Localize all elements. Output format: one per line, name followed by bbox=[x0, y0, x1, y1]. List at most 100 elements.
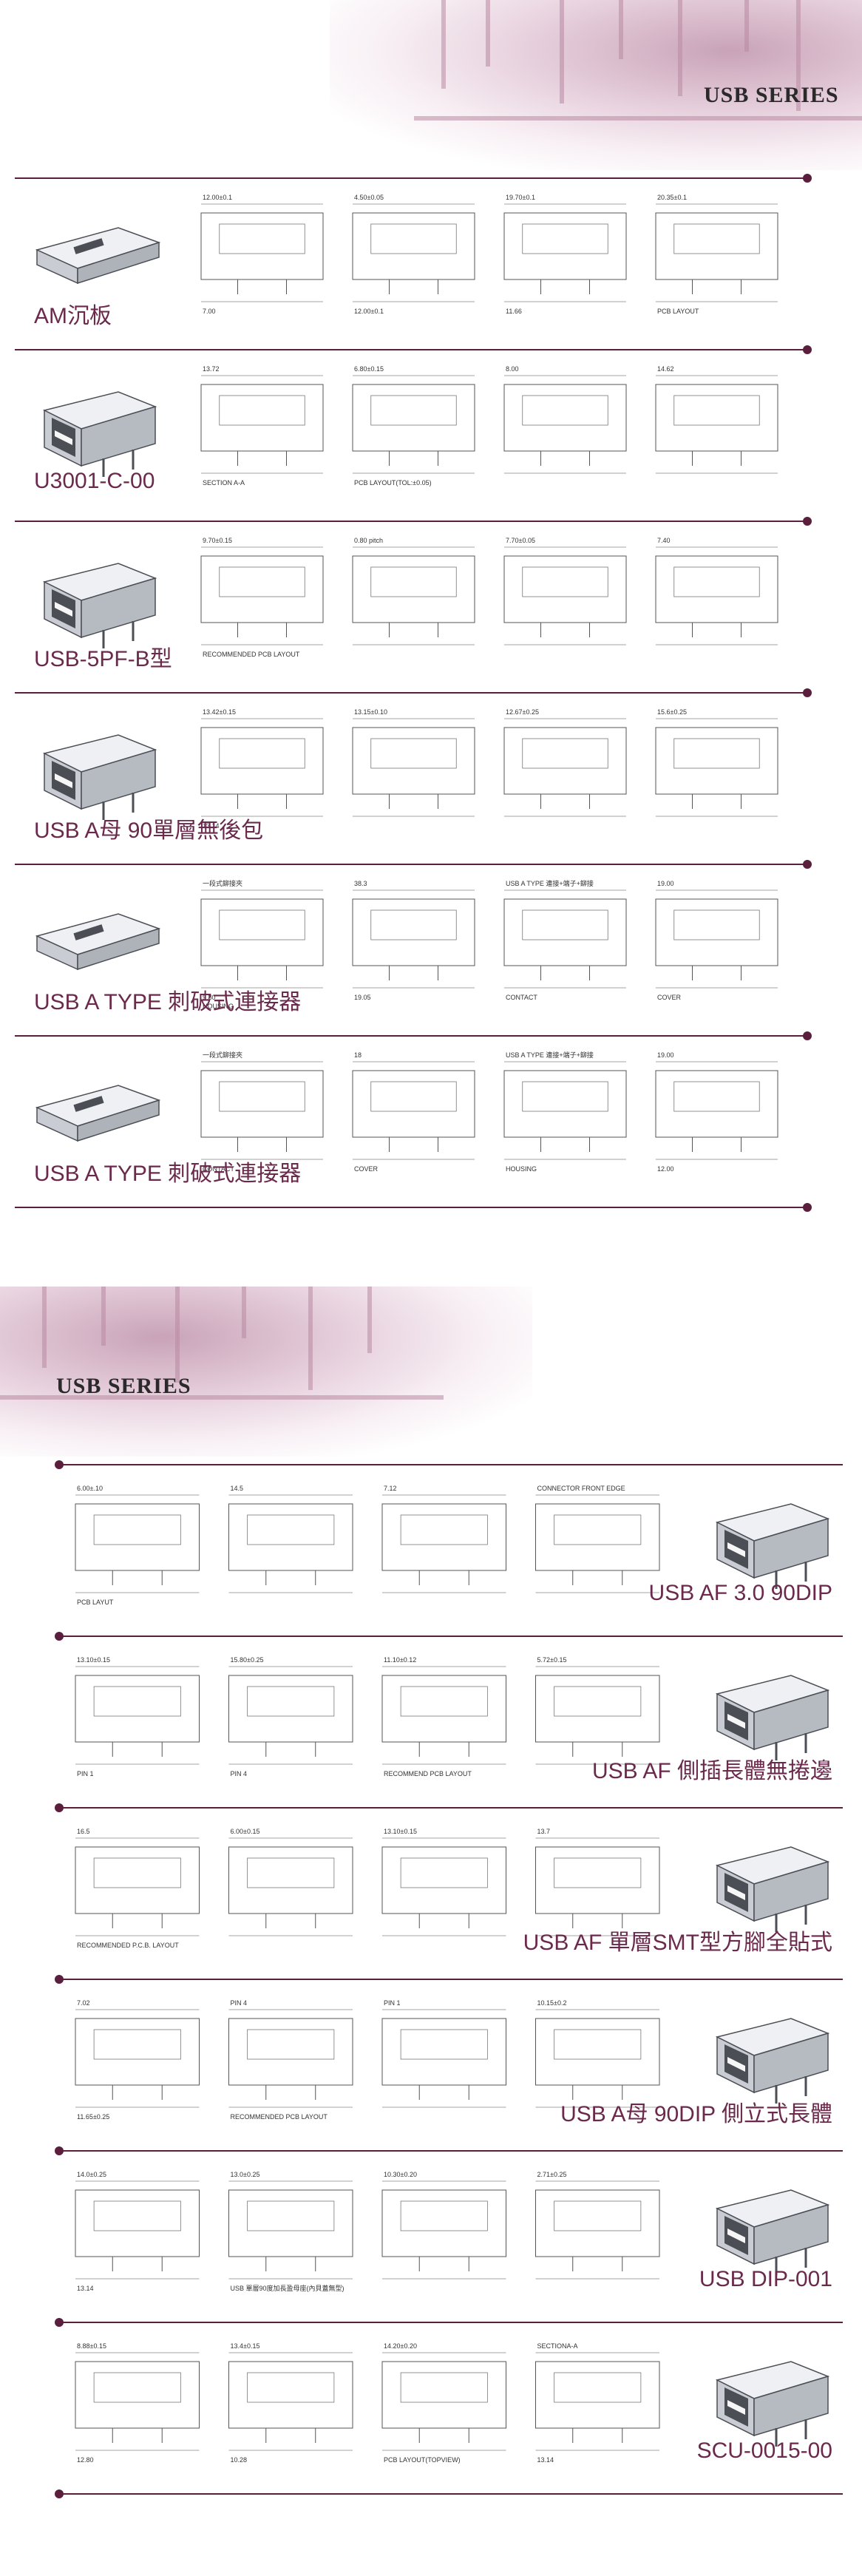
dimension-label: 13.4±0.15 bbox=[231, 2342, 260, 2350]
dimension-label: 38.3 bbox=[354, 880, 367, 887]
connector-photo bbox=[715, 1503, 830, 1589]
drawing-view bbox=[75, 1666, 200, 1765]
dimension-label: USB 單層90度加長盈母座(內貝蓋無型) bbox=[231, 2284, 345, 2292]
row-divider bbox=[59, 2322, 843, 2323]
row-divider-dot bbox=[55, 1975, 64, 1984]
dimension-label: 2.71±0.25 bbox=[537, 2171, 567, 2178]
drawing-view bbox=[381, 1494, 506, 1593]
product-photo bbox=[30, 541, 170, 652]
dimension-label: 10.28 bbox=[231, 2456, 248, 2464]
row-divider-dot bbox=[803, 860, 812, 869]
row-divider bbox=[59, 1807, 843, 1809]
dimension-label: 13.10±0.15 bbox=[384, 1828, 417, 1835]
product-photo bbox=[30, 884, 170, 995]
drawing-view bbox=[381, 2180, 506, 2280]
row-divider-dot bbox=[55, 2146, 64, 2155]
drawing-view bbox=[228, 2009, 353, 2108]
drawing-view bbox=[381, 2009, 506, 2108]
dimension-label: 13.7 bbox=[537, 1828, 551, 1835]
drawing-view bbox=[381, 2352, 506, 2451]
dimension-label: 19.70±0.1 bbox=[506, 194, 535, 201]
dimension-label: 14.62 bbox=[657, 365, 674, 373]
dimension-label: PIN 4 bbox=[231, 1999, 248, 2007]
product-name: USB AF 3.0 90DIP bbox=[648, 1581, 832, 1605]
drawing-view bbox=[655, 546, 778, 645]
drawing-view bbox=[655, 1061, 778, 1160]
row-divider bbox=[59, 2493, 843, 2495]
drawing-view bbox=[535, 2009, 660, 2108]
drawing-view bbox=[75, 2352, 200, 2451]
row-divider-dot bbox=[55, 1632, 64, 1641]
dimension-label: 18 bbox=[354, 1051, 362, 1059]
row-divider bbox=[15, 1035, 806, 1037]
dimension-label: RECOMMEND PCB LAYOUT bbox=[384, 1770, 472, 1777]
connector-photo bbox=[42, 563, 157, 648]
row-divider-dot bbox=[55, 1803, 64, 1812]
dimension-label: 12.67±0.25 bbox=[506, 708, 539, 716]
banner-background bbox=[330, 0, 862, 170]
dimension-label: PCB LAYUT bbox=[77, 1599, 114, 1606]
dimension-label: PCB LAYOUT bbox=[657, 308, 699, 315]
connector-photo bbox=[715, 1675, 830, 1760]
circuit-decoration bbox=[0, 1287, 444, 1400]
dimension-label: 11.10±0.12 bbox=[384, 1656, 416, 1664]
product-name: SCU-0015-00 bbox=[696, 2438, 832, 2463]
product-name: AM沉板 bbox=[34, 304, 112, 328]
drawing-view bbox=[381, 1837, 506, 1936]
drawing-view bbox=[535, 2352, 660, 2451]
drawing-view bbox=[200, 375, 324, 474]
dimension-label: 13.42±0.15 bbox=[203, 708, 236, 716]
drawing-view bbox=[503, 718, 627, 817]
drawing-view bbox=[503, 203, 627, 302]
product-photo bbox=[30, 1056, 170, 1167]
product-photo bbox=[30, 198, 170, 309]
dimension-label: 20.35±0.1 bbox=[657, 194, 687, 201]
dimension-label: 14.0±0.25 bbox=[77, 2171, 106, 2178]
product-photo bbox=[702, 1825, 843, 1936]
row-divider bbox=[59, 1464, 843, 1465]
circuit-decoration bbox=[414, 0, 862, 121]
dimension-label: 19.00 bbox=[657, 880, 674, 887]
dimension-label: 7.70±0.05 bbox=[506, 537, 535, 544]
dimension-label: 10.30±0.20 bbox=[384, 2171, 417, 2178]
dimension-label: 9.70±0.15 bbox=[203, 537, 232, 544]
drawing-view bbox=[352, 375, 475, 474]
dimension-label: 13.0±0.25 bbox=[231, 2171, 260, 2178]
drawing-view bbox=[535, 1666, 660, 1765]
product-name: USB A TYPE 刺破式連接器 bbox=[34, 990, 302, 1014]
dimension-label: 8.88±0.15 bbox=[77, 2342, 106, 2350]
drawing-view bbox=[381, 1666, 506, 1765]
drawing-view bbox=[352, 203, 475, 302]
drawing-view bbox=[535, 1494, 660, 1593]
dimension-label: 7.12 bbox=[384, 1485, 397, 1492]
dimension-label: 6.00±.10 bbox=[77, 1485, 103, 1492]
row-divider-dot bbox=[803, 174, 812, 183]
dimension-label: SECTIONA-A bbox=[537, 2342, 578, 2350]
dimension-label: USB A TYPE 連接+端子+鉚接 bbox=[506, 879, 594, 887]
dimension-label: 15.6±0.25 bbox=[657, 708, 687, 716]
product-photo bbox=[702, 1653, 843, 1764]
product-photo bbox=[702, 2168, 843, 2279]
connector-photo bbox=[715, 2361, 830, 2447]
dimension-label: 4.50±0.05 bbox=[354, 194, 384, 201]
product-name: USB A TYPE 刺破式連接器 bbox=[34, 1162, 302, 1186]
drawing-view bbox=[655, 718, 778, 817]
dimension-label: 13.14 bbox=[537, 2456, 554, 2464]
dimension-label: 6.80±0.15 bbox=[354, 365, 384, 373]
row-divider-dot bbox=[803, 688, 812, 697]
dimension-label: 19.05 bbox=[354, 994, 371, 1001]
row-divider-dot bbox=[803, 1203, 812, 1212]
